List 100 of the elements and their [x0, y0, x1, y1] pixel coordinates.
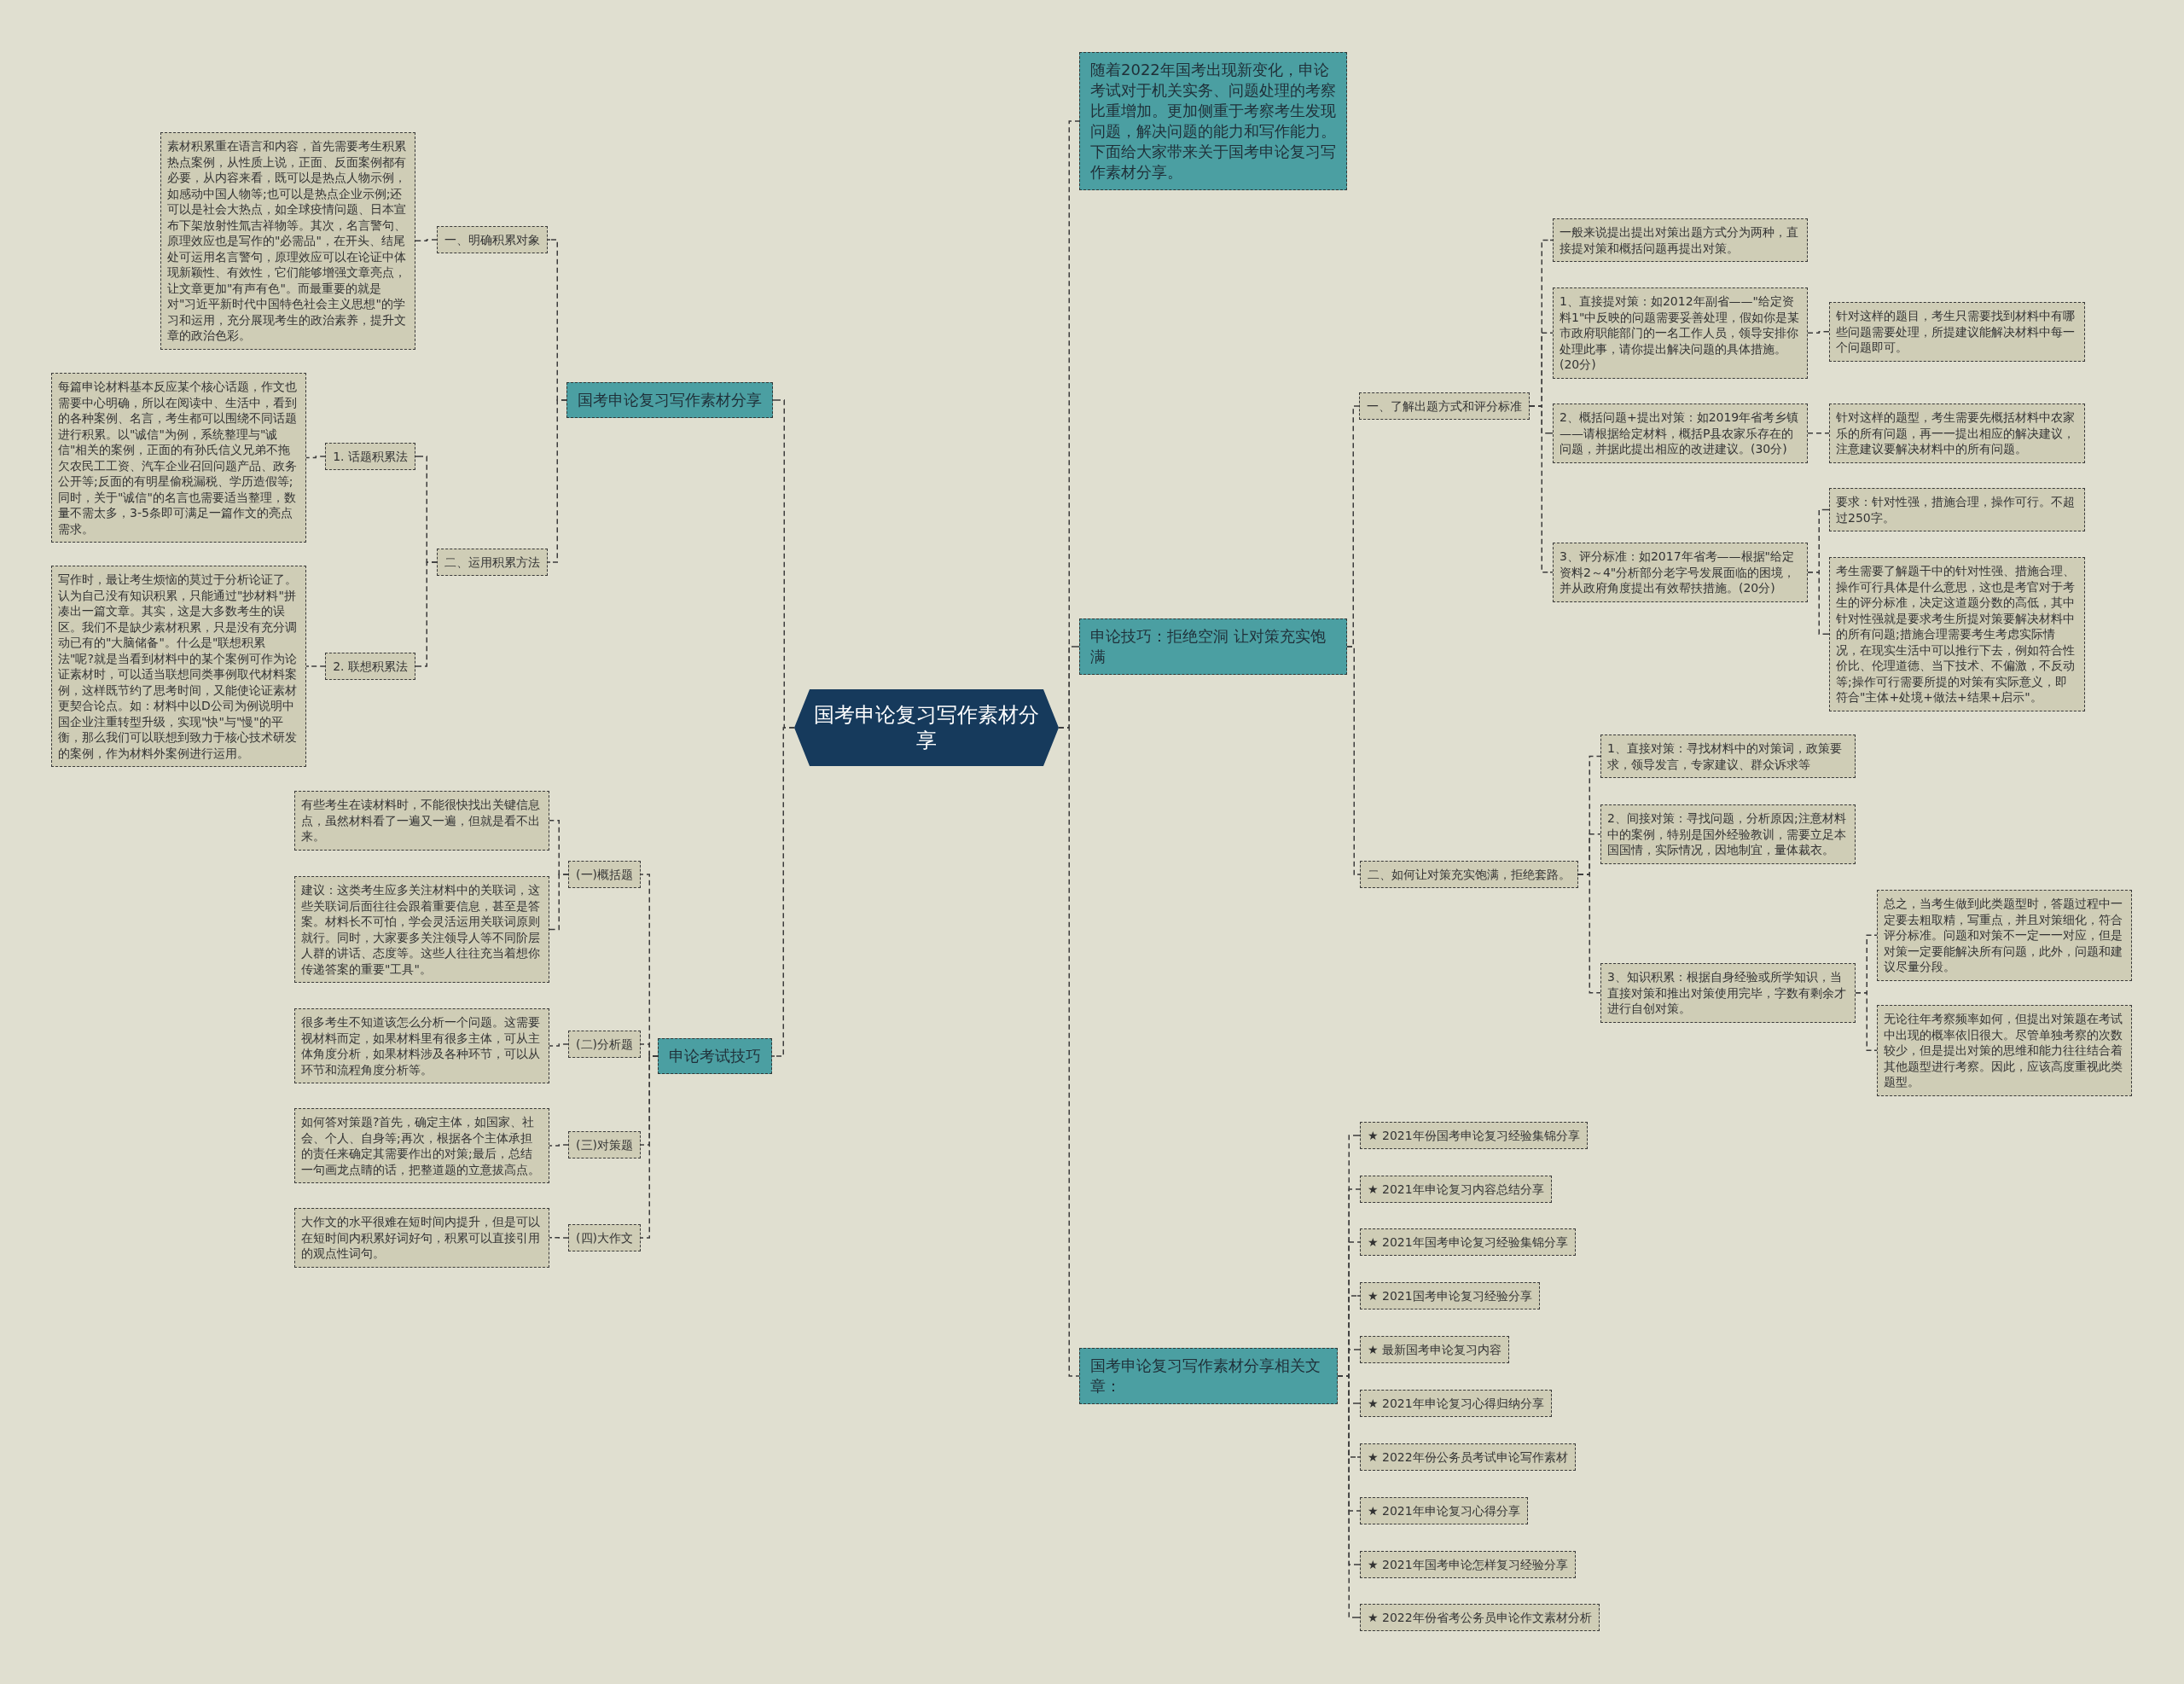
connector-line: [1807, 331, 1830, 334]
article-box: [1360, 1443, 1576, 1471]
subtopic-label: (三)对策题: [576, 1137, 633, 1153]
article-box: [1360, 1228, 1576, 1256]
branch-box: [1079, 52, 1347, 190]
branch-title: 申论技巧：拒绝空洞 让对策充实饱满: [1090, 626, 1327, 667]
subtopic-box: [437, 226, 548, 253]
subtopic-box: [437, 549, 548, 576]
connector-line: [1529, 405, 1554, 573]
article-title: ★ 2021年申论复习心得归纳分享: [1368, 1396, 1544, 1411]
note-text: 如何答对策题?首先，确定主体，如国家、社会、个人、自身等;再次，根据各个主体承担的责任来确定其需要作出的对策;最后，总结一句画龙点睛的话，把整道题的立意拔高点。: [301, 1114, 541, 1177]
note-text: 有些考生在读材料时，不能很快找出关键信息点，虽然材料看了一遍又一遍，但就是看不出来。: [301, 797, 541, 845]
note-text: 每篇申论材料基本反应某个核心话题，作文也需要中心明确，所以在阅读中、生活中，看到的各种案例、名言，考生都可以围绕不同话题进行积累。以"诚信"为例，系统整理与"诚信"相关的案例，正面的有孙氏信义兄弟不拖欠农民工工资、汽车企业召回问题产品、政务公开等;反面的有明星偷税漏税、学历造假等;同时，关于"诚信"的名言也需要适当整理，数量不需太多，3-5条即可满足一篇作文的亮点需求。: [58, 379, 298, 537]
article-title: ★ 2021年申论复习内容总结分享: [1368, 1182, 1544, 1197]
branch-title: 国考申论复习写作素材分享: [578, 390, 762, 410]
article-box: [1360, 1176, 1552, 1203]
connector-line: [1346, 646, 1361, 875]
note-box: [1553, 543, 1808, 602]
connector-line: [1337, 1375, 1361, 1618]
article-title: ★ 2021年份国考申论复习经验集锦分享: [1368, 1128, 1580, 1143]
note-box: [1600, 804, 1856, 864]
note-text: 写作时，最让考生烦恼的莫过于分析论证了。认为自己没有知识积累，只能通过"抄材料"拼凑出一篇文章。其实，这是大多数考生的误区。我们不是缺少素材积累，只是没有充分调动已有的"大脑储备"。什么是"联想积累法"呢?就是当看到材料中的某个案例可作为论证素材时，可以适当联想同类事例取代材料案例，这样既节约了思考时间，又能使论证素材更契合论点。如：材料中以D公司为例说明中国企业注重转型升级，实现"快"与"慢"的平衡，那么我们可以联想到致力于核心技术研发的案例，作为材料外案例进行运用。: [58, 572, 298, 761]
article-box: [1360, 1551, 1576, 1578]
connector-line: [415, 561, 438, 667]
branch-box: [1079, 1348, 1338, 1404]
article-box: [1360, 1282, 1540, 1309]
subtopic-label: 二、如何让对策充实饱满，拒绝套路。: [1368, 867, 1571, 882]
note-text: 总之，当考生做到此类题型时，答题过程中一定要去粗取精，写重点，并且对策细化，符合评分标准。问题和对策不一定一一对应，但是对策一定要能解决所有问题，此外，问题和建议尽量分段。: [1884, 896, 2123, 975]
central-topic-title: 国考申论复习写作素材分享: [813, 702, 1040, 753]
article-box: [1360, 1390, 1552, 1417]
subtopic-label: 2. 联想积累法: [333, 659, 408, 674]
note-box: [1600, 735, 1856, 778]
note-box: [294, 1208, 549, 1268]
article-title: ★ 2021年国考申论复习经验集锦分享: [1368, 1234, 1568, 1250]
branch-box: [1079, 618, 1347, 675]
subtopic-label: 1. 话题积累法: [333, 449, 408, 464]
subtopic-label: 一、明确积累对象: [444, 232, 540, 247]
note-box: [1877, 890, 2132, 981]
article-title: ★ 2022年份省考公务员申论作文素材分析: [1368, 1610, 1592, 1625]
note-text: 1、直接提对策：如2012年副省——"给定资料1"中反映的问题需要妥善处理，假如你是某市政府职能部门的一名工作人员，领导安排你处理此事，请你提出解决问题的具体措施。(20分): [1560, 293, 1801, 373]
connector-line: [549, 874, 569, 931]
note-box: [1553, 287, 1808, 379]
note-box: [1553, 218, 1808, 262]
article-box: [1360, 1497, 1528, 1524]
note-box: [294, 1108, 549, 1183]
note-text: 3、知识积累：根据自身经验或所学知识，当直接对策和推出对策使用完毕，字数有剩余才进行自创对策。: [1607, 969, 1847, 1017]
connector-line: [1058, 727, 1080, 1377]
connector-line: [549, 1144, 569, 1147]
note-text: 素材积累重在语言和内容，首先需要考生积累热点案例，从性质上说，正面、反面案例都有必要，从内容来看，既可以是热点人物示例，如感动中国人物等;也可以是热点企业示例;还可以是社会大热点，如全球疫情问题、日本宣布下架放射性氚吉祥物等。其次，名言警句、原理效应也是写作的"必需品"，在开头、结尾处可运用名言警句，原理效应可以在论证中体现新颖性、有效性，它们能够增强文章亮点，让文章更加"有声有色"。而最重要的就是对"习近平新时代中国特色社会主义思想"的学习和运用，充分展现考生的政治素养，提升文章的政治色彩。: [167, 138, 407, 344]
subtopic-box: [568, 861, 641, 888]
connector-line: [305, 456, 326, 459]
branch-title: 申论考试技巧: [669, 1046, 761, 1066]
subtopic-box: [1359, 392, 1530, 420]
note-text: 无论往年考察频率如何，但提出对策题在考试中出现的概率依旧很大。尽管单独考察的次数较少，但是提出对策的思维和能力往往结合着其他题型进行考察。因此，应该高度重视此类题型。: [1884, 1011, 2123, 1090]
connector-line: [415, 239, 438, 241]
connector-line: [1577, 874, 1601, 994]
note-box: [294, 1008, 549, 1083]
note-box: [294, 876, 549, 983]
subtopic-box: [325, 653, 415, 680]
central-topic-hexagon: [794, 689, 1059, 766]
article-title: ★ 最新国考申论复习内容: [1368, 1342, 1502, 1357]
note-text: 大作文的水平很难在短时间内提升，但是可以在短时间内积累好词好句，积累可以直接引用的观点性词句。: [301, 1214, 541, 1262]
note-box: [1829, 488, 2085, 531]
branch-box: [658, 1038, 772, 1074]
subtopic-box: [568, 1224, 641, 1251]
note-text: 针对这样的题型，考生需要先概括材料中农家乐的所有问题，再一一提出相应的解决建议，注意建议要解决材料中的所有问题。: [1836, 409, 2076, 457]
subtopic-box: [568, 1031, 641, 1058]
branch-title: 国考申论复习写作素材分享相关文章：: [1090, 1356, 1321, 1397]
article-box: [1360, 1336, 1509, 1363]
connector-line: [640, 1055, 659, 1239]
note-box: [1553, 404, 1808, 463]
note-box: [1600, 963, 1856, 1023]
subtopic-label: 二、运用积累方法: [444, 555, 540, 570]
branch-box: [566, 382, 773, 418]
note-text: 2、间接对策：寻找问题，分析原因;注意材料中的案例，特别是国外经验教训，需要立足本国国情，实际情况，因地制宜，量体裁衣。: [1607, 810, 1847, 858]
connector-line: [771, 727, 795, 1057]
connector-line: [1855, 992, 1878, 1051]
note-text: 1、直接对策：寻找材料中的对策词，政策要求，领导发言，专家建议、群众诉求等: [1607, 740, 1843, 772]
subtopic-box: [325, 443, 415, 470]
article-title: ★ 2021年申论复习心得分享: [1368, 1503, 1520, 1519]
connector-line: [1807, 572, 1830, 635]
article-title: ★ 2022年份公务员考试申论写作素材: [1368, 1449, 1568, 1465]
subtopic-box: [1360, 861, 1578, 888]
note-text: 很多考生不知道该怎么分析一个问题。这需要视材料而定，如果材料里有很多主体，可从主体角度分析，如果材料涉及各种环节，可以从环节和流程角度分析等。: [301, 1014, 541, 1077]
article-box: [1360, 1122, 1588, 1149]
subtopic-label: (二)分析题: [576, 1037, 633, 1052]
note-text: 针对这样的题目，考生只需要找到材料中有哪些问题需要处理，所提建议能解决材料中每一个问题即可。: [1836, 308, 2076, 356]
article-title: ★ 2021年国考申论怎样复习经验分享: [1368, 1557, 1568, 1572]
subtopic-label: (四)大作文: [576, 1230, 633, 1246]
subtopic-label: (一)概括题: [576, 867, 633, 882]
note-text: 3、评分标准：如2017年省考——根据"给定资料2～4"分析部分老字号发展面临的困境，并从政府角度提出有效帮扶措施。(20分): [1560, 549, 1797, 596]
connector-line: [549, 1043, 569, 1047]
note-box: [1877, 1005, 2132, 1096]
note-box: [1829, 302, 2085, 362]
note-box: [1829, 404, 2085, 463]
note-text: 2、概括问题+提出对策：如2019年省考乡镇——请根据给定材料，概括P县农家乐存在的问题，并据此提出相应的改进建议。(30分): [1560, 409, 1800, 457]
subtopic-label: 一、了解出题方式和评分标准: [1367, 398, 1522, 414]
connector-line: [1807, 433, 1830, 434]
note-text: 要求：针对性强，措施合理，操作可行。不超过250字。: [1836, 494, 2076, 526]
connector-line: [547, 399, 567, 563]
